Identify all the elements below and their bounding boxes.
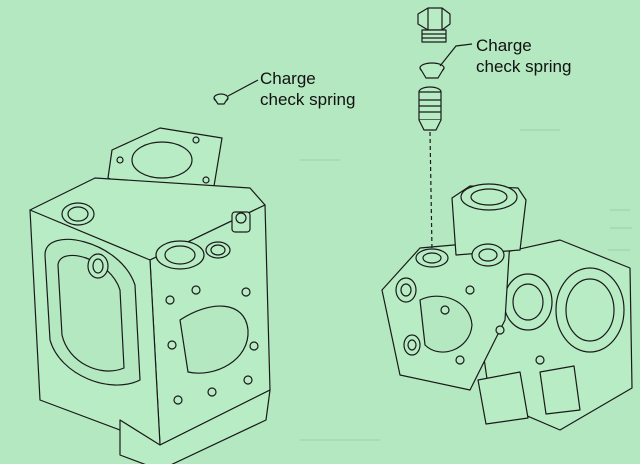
left-charge-check-spring: [213, 93, 229, 105]
background-ghost-marks: [300, 129, 632, 441]
right-callout-label: Charge check spring: [476, 35, 571, 77]
left-callout-line2: check spring: [260, 90, 356, 109]
side-opening: [44, 238, 141, 386]
left-callout-label: Charge check spring: [260, 68, 355, 110]
right-exploded-parts: [417, 7, 451, 251]
plug: [417, 7, 451, 43]
check-valve-poppet: [418, 86, 442, 131]
left-callout-line1: Charge: [260, 69, 316, 88]
right-callout-line1: Charge: [476, 36, 532, 55]
assembly-centerline: [429, 131, 433, 251]
right-charge-check-spring: [419, 62, 445, 79]
leader-lines: [227, 43, 473, 97]
right-callout-line2: check spring: [476, 57, 572, 76]
top-cover-opening: [131, 141, 193, 179]
right-pump-housing: [381, 183, 633, 431]
left-pump-housing: [29, 127, 271, 464]
